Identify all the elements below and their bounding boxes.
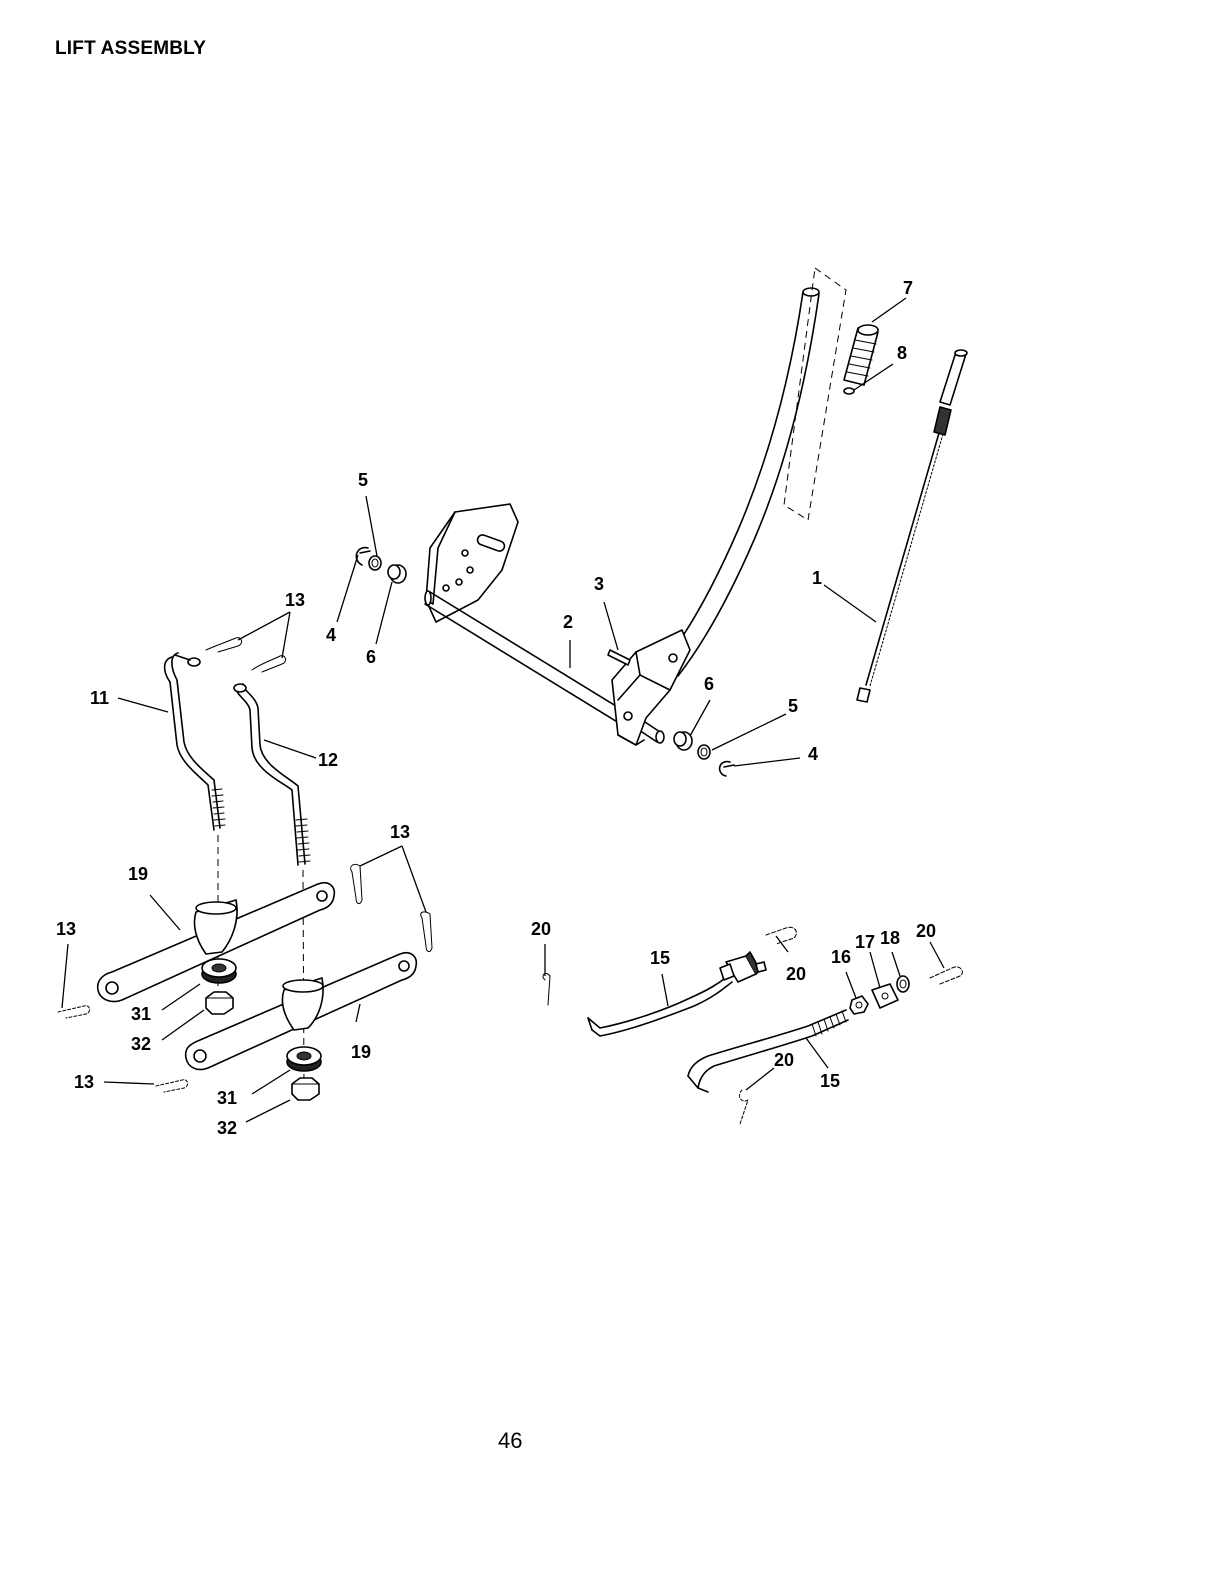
callout-5: 5 <box>358 470 368 490</box>
spacer-upper <box>201 958 237 984</box>
lift-link-lower <box>184 951 418 1071</box>
callout-13-mid: 13 <box>390 822 410 842</box>
callout-32-lower: 32 <box>217 1118 237 1138</box>
nut-lower <box>291 1077 320 1101</box>
callout-12: 12 <box>318 750 338 770</box>
cotter-pin-d <box>739 1089 749 1125</box>
callout-17: 17 <box>855 932 875 952</box>
handle-grip <box>843 324 879 386</box>
callout-13-bottom: 13 <box>74 1072 94 1092</box>
ferrule-lower <box>871 983 899 1009</box>
washer-right <box>697 744 711 760</box>
page-title: LIFT ASSEMBLY <box>55 38 207 59</box>
callout-19-lower: 19 <box>351 1042 371 1062</box>
callout-3: 3 <box>594 574 604 594</box>
page-number: 46 <box>498 1428 523 1453</box>
callout-4-right: 4 <box>808 744 818 764</box>
callout-15-lower: 15 <box>820 1071 840 1091</box>
callout-16: 16 <box>831 947 851 967</box>
lift-arm-bracket <box>611 629 691 746</box>
callout-31-lower: 31 <box>217 1088 237 1108</box>
adjust-rod-upper <box>587 975 733 1037</box>
roll-pin <box>607 649 631 666</box>
hairpin-clip-mid-1 <box>350 863 363 905</box>
hairpin-clip-left <box>57 1005 91 1019</box>
washer-left <box>368 555 382 571</box>
retainer-right <box>718 760 735 777</box>
jam-nut <box>849 995 869 1015</box>
lift-link-upper <box>96 881 336 1003</box>
lift-shaft <box>424 590 643 735</box>
link-rod-right <box>233 683 311 866</box>
hairpin-clip-top-1 <box>205 637 243 653</box>
callout-18: 18 <box>880 928 900 948</box>
spacer-lower <box>286 1046 322 1072</box>
callout-13-left: 13 <box>56 919 76 939</box>
callout-32-upper: 32 <box>131 1034 151 1054</box>
ferrule-upper <box>719 951 767 983</box>
adjust-rod-lower-thread <box>811 1010 847 1037</box>
handle-plug <box>843 387 855 395</box>
bushing-right <box>673 731 693 751</box>
shaft-end <box>641 721 665 744</box>
callout-7: 7 <box>903 278 913 298</box>
callout-4: 4 <box>326 625 336 645</box>
bushing-left <box>387 564 407 584</box>
hairpin-clip-bottom <box>155 1079 189 1093</box>
hairpin-clip-mid-2 <box>420 911 433 953</box>
callout-31-upper: 31 <box>131 1004 151 1024</box>
callout-1: 1 <box>812 568 822 588</box>
adjust-rod-lower <box>687 1009 849 1093</box>
callout-20-lower: 20 <box>774 1050 794 1070</box>
nut-upper <box>205 991 234 1015</box>
callout-20-right: 20 <box>916 921 936 941</box>
callout-5-right: 5 <box>788 696 798 716</box>
link-rod-left <box>163 652 226 831</box>
cotter-pin-c <box>929 966 963 985</box>
callout-13-top: 13 <box>285 590 305 610</box>
cotter-pin-b <box>765 926 797 945</box>
link-rod-right-thread <box>295 818 311 863</box>
washer-lower <box>896 975 910 993</box>
handle-phantom-outline <box>783 267 847 521</box>
callout-20-left: 20 <box>531 919 551 939</box>
callout-11: 11 <box>90 688 109 708</box>
callout-6-right: 6 <box>704 674 714 694</box>
spring-rod-knob <box>856 349 968 703</box>
mounting-plate <box>425 503 519 623</box>
lift-handle <box>661 287 820 677</box>
callout-15-upper: 15 <box>650 948 670 968</box>
hairpin-clip-top-2 <box>251 655 287 673</box>
callout-8: 8 <box>897 343 907 363</box>
retainer-left <box>355 546 371 566</box>
leader-lines <box>61 297 945 1123</box>
cotter-pin-a <box>542 973 551 1006</box>
callout-19-upper: 19 <box>128 864 148 884</box>
callout-20-mid: 20 <box>786 964 806 984</box>
link-rod-left-thread <box>211 788 226 827</box>
callout-6: 6 <box>366 647 376 667</box>
callout-2: 2 <box>563 612 573 632</box>
